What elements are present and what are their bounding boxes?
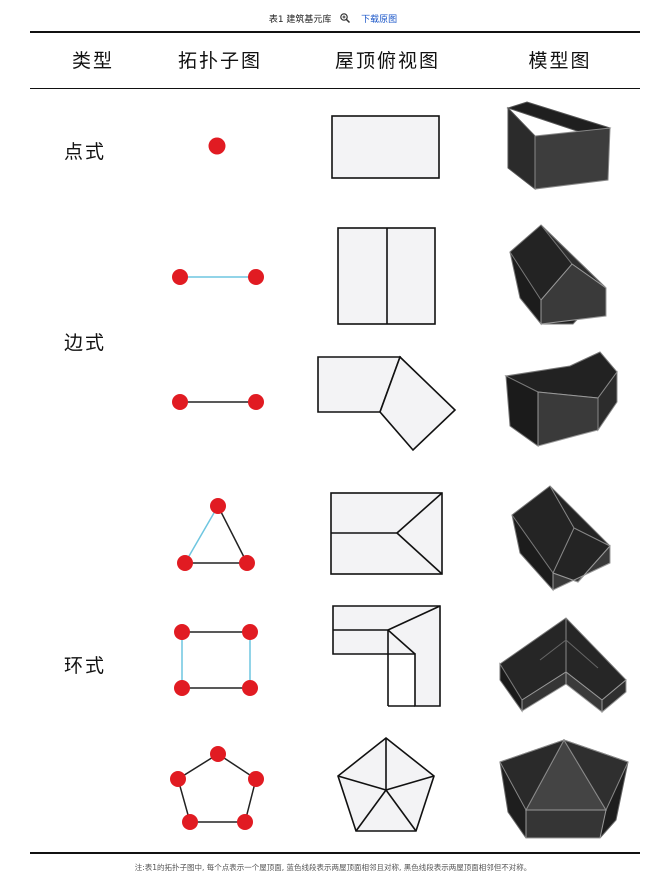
topology-node [177,555,193,571]
topology-node [248,771,264,787]
topology-edge-symmetric [172,269,264,285]
topology-node [208,137,226,155]
model-pentagon [499,738,629,839]
type-ring: 环式 [64,655,107,677]
roof-plan-flat [331,115,440,179]
topology-node [210,498,226,514]
roof-plan-hip [330,492,443,575]
header-model: 模型图 [528,50,592,72]
topology-pentagon [170,746,264,830]
roof-plan-gable [337,227,436,325]
table-caption: 表1 建筑基元库 下载原图 [0,12,666,26]
symmetric-edge [184,505,219,564]
topology-point [208,137,226,155]
table-footnote: 注:表1的拓扑子图中, 每个点表示一个屋顶面, 蓝色线段表示两屋顶面相邻且对称,… [134,863,532,872]
topology-rectangle [174,624,258,696]
header-roof-plan: 屋顶俯视图 [334,50,440,72]
topology-node [248,394,264,410]
topology-node [242,680,258,696]
table-top-rule [30,31,640,33]
topology-node [182,814,198,830]
asymmetric-edge [217,505,248,564]
topology-node [239,555,255,571]
topology-node [210,746,226,762]
topology-node [248,269,264,285]
topology-node [172,269,188,285]
type-edge: 边式 [64,332,107,354]
topology-node [174,680,190,696]
topology-edge-asymmetric [172,394,264,410]
header-topology: 拓扑子图 [177,50,262,72]
type-point: 点式 [64,141,107,163]
model-hip [511,485,611,592]
model-gable [509,224,607,326]
model-l-shape [499,617,627,714]
roof-plan-l-shape [332,605,441,707]
model-box [506,101,612,191]
roof-plan-pentagon [337,736,435,832]
topology-node [242,624,258,640]
topology-node [174,624,190,640]
header-type: 类型 [71,50,114,72]
table-title: 表1 建筑基元库 [268,15,332,25]
model-bent [504,351,618,447]
download-original-link[interactable]: 下载原图 [361,15,398,25]
table-bottom-rule [30,852,640,854]
topology-node [172,394,188,410]
roof-plan-bent [317,355,457,452]
topology-node [237,814,253,830]
magnifier-plus-icon[interactable] [340,13,351,26]
table-header-rule [30,88,640,89]
topology-triangle [177,498,255,571]
topology-node [170,771,186,787]
